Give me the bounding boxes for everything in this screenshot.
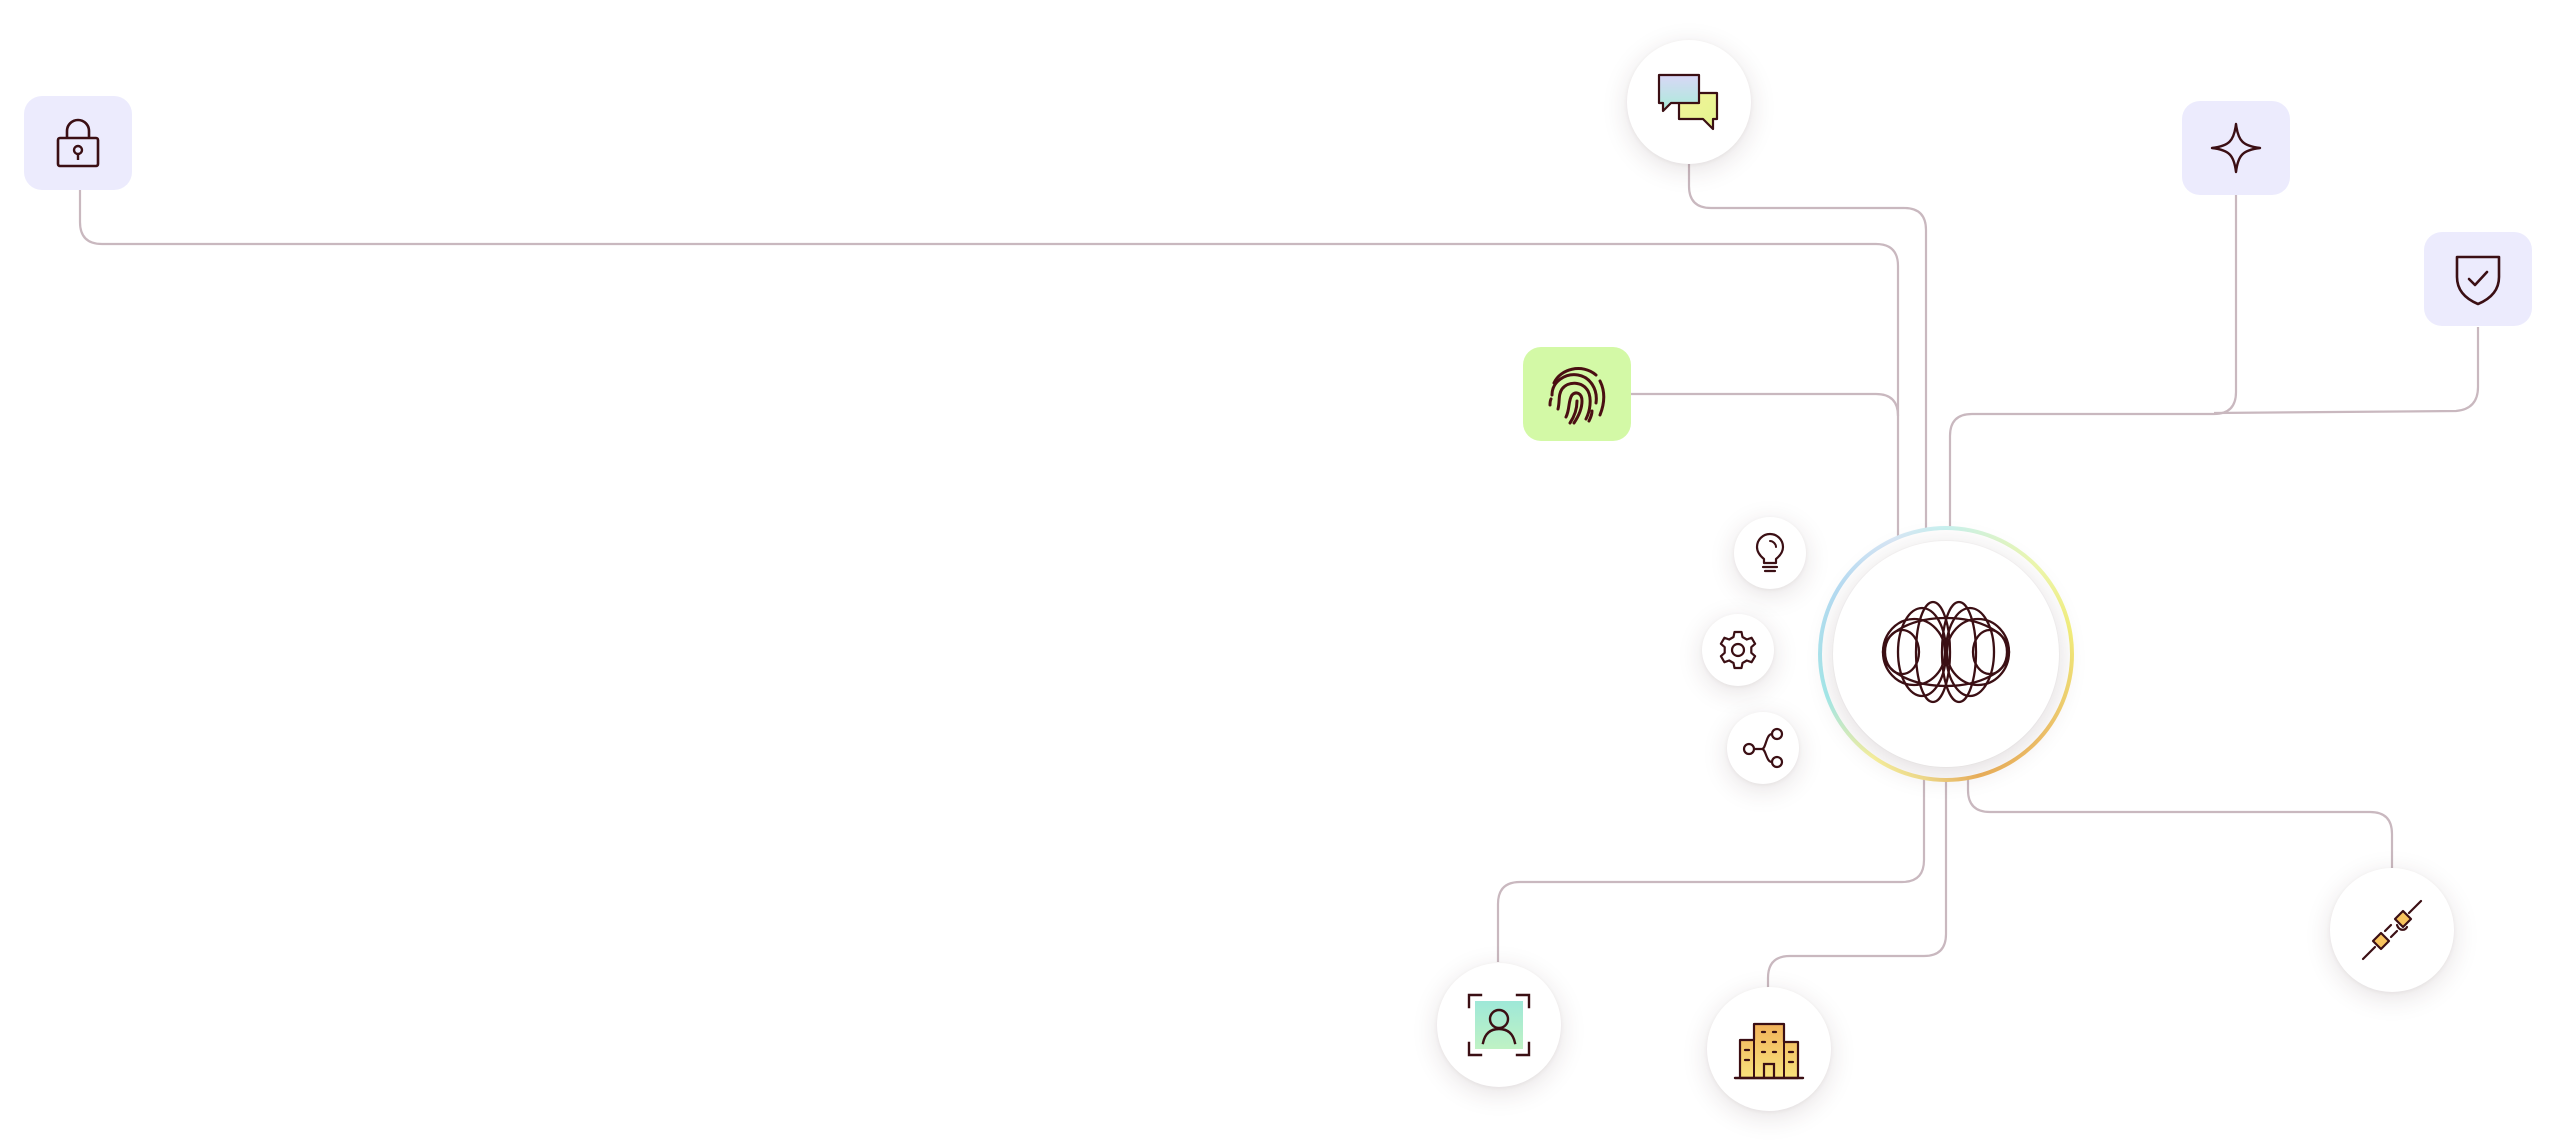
connector-lock (78, 190, 1900, 555)
connector-plug (1966, 763, 2394, 868)
orbital-logo-icon (1871, 597, 2021, 712)
shield-check-icon (2453, 251, 2503, 307)
building-icon (1733, 1018, 1805, 1080)
user-scan-icon (1467, 993, 1531, 1057)
plug-node[interactable] (2330, 868, 2454, 992)
lock-node[interactable] (24, 96, 132, 190)
connector-building (1766, 763, 1948, 990)
lightbulb-node[interactable] (1734, 517, 1806, 589)
lightbulb-icon (1753, 532, 1787, 573)
chat-node[interactable] (1627, 40, 1751, 164)
connector-shield (2213, 327, 2480, 415)
fingerprint-node[interactable] (1523, 347, 1631, 441)
gear-icon (1717, 629, 1759, 671)
connector-fingerprint (1630, 392, 1900, 417)
plug-icon (2359, 897, 2425, 963)
share-icon (1742, 727, 1784, 769)
building-node[interactable] (1707, 987, 1831, 1111)
user-scan-node[interactable] (1437, 963, 1561, 1087)
hub-node[interactable] (1833, 541, 2059, 767)
connector-sparkle (1948, 195, 2238, 545)
connector-chat (1687, 160, 1928, 555)
fingerprint-icon (1544, 361, 1610, 427)
chat-bubbles-icon (1657, 73, 1721, 131)
lock-icon (54, 116, 102, 170)
settings-node[interactable] (1702, 614, 1774, 686)
share-node[interactable] (1727, 712, 1799, 784)
sparkle-icon (2209, 121, 2263, 175)
shield-node[interactable] (2424, 232, 2532, 326)
sparkle-node[interactable] (2182, 101, 2290, 195)
connector-user-scan (1496, 763, 1926, 962)
